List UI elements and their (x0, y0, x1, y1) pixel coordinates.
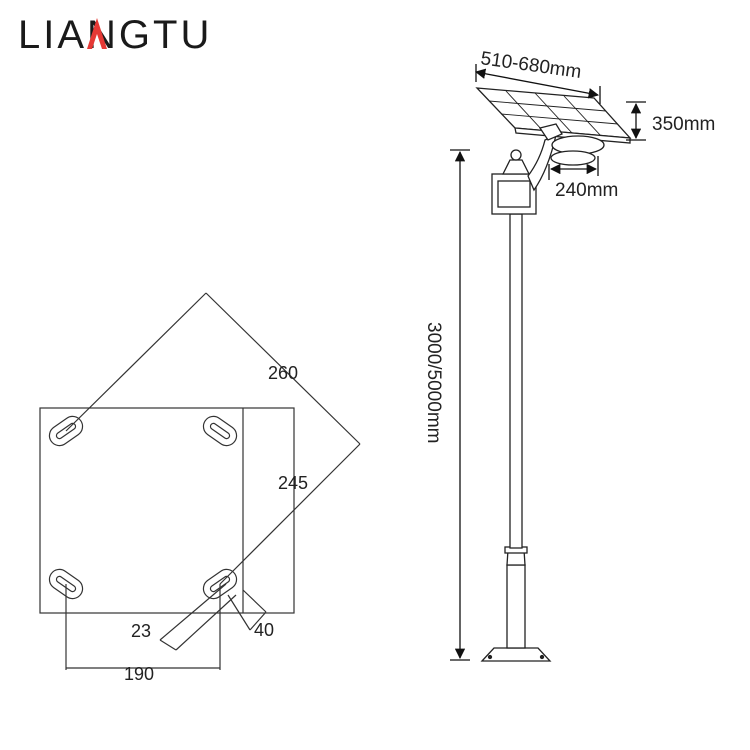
brand-logo: LIANGTU (18, 12, 228, 56)
dim-label-260: 260 (268, 363, 298, 383)
extension-line (219, 443, 361, 585)
dim-label-23: 23 (131, 621, 151, 641)
extension-line (175, 594, 237, 651)
extension-line (227, 594, 251, 631)
lantern-finial (510, 149, 522, 161)
dimension-line-panel-width (474, 68, 600, 99)
extension-line (242, 589, 267, 613)
lantern-window (497, 180, 531, 208)
pole-upper (509, 213, 523, 549)
base-plate-outline (39, 407, 295, 614)
lamp-drawing (475, 87, 632, 662)
mounting-slot (48, 415, 84, 447)
pole-lower (506, 564, 526, 649)
dim-label-190: 190 (124, 664, 154, 684)
panel-bracket (538, 123, 563, 141)
dim-label-panel-height: 350mm (652, 114, 715, 135)
extension-line (65, 292, 207, 432)
logo-text: LIANGTU (18, 13, 212, 56)
logo-wordmark: LIANGTU (18, 13, 212, 56)
extension-line (159, 583, 227, 641)
extension-line (249, 611, 267, 631)
lamp-dimensions (450, 64, 646, 661)
logo-accent-a (87, 18, 107, 49)
lantern-cap (501, 159, 531, 175)
dim-label-panel-width: 510-680mm (479, 48, 582, 83)
lamp-lens (550, 150, 596, 166)
dim-label-pole-height: 3000/5000mm (423, 322, 444, 443)
base-plate-drawing (39, 292, 361, 670)
extension-line (159, 639, 177, 651)
dim-label-245: 245 (278, 473, 308, 493)
dim-label-lamp-width: 240mm (555, 180, 618, 201)
mounting-slot (48, 568, 84, 600)
dim-label-40: 40 (254, 620, 274, 640)
mounting-slot (202, 568, 238, 600)
pole-flange (480, 647, 552, 662)
dimension-line-260 (205, 292, 361, 445)
mounting-slot (202, 415, 238, 447)
